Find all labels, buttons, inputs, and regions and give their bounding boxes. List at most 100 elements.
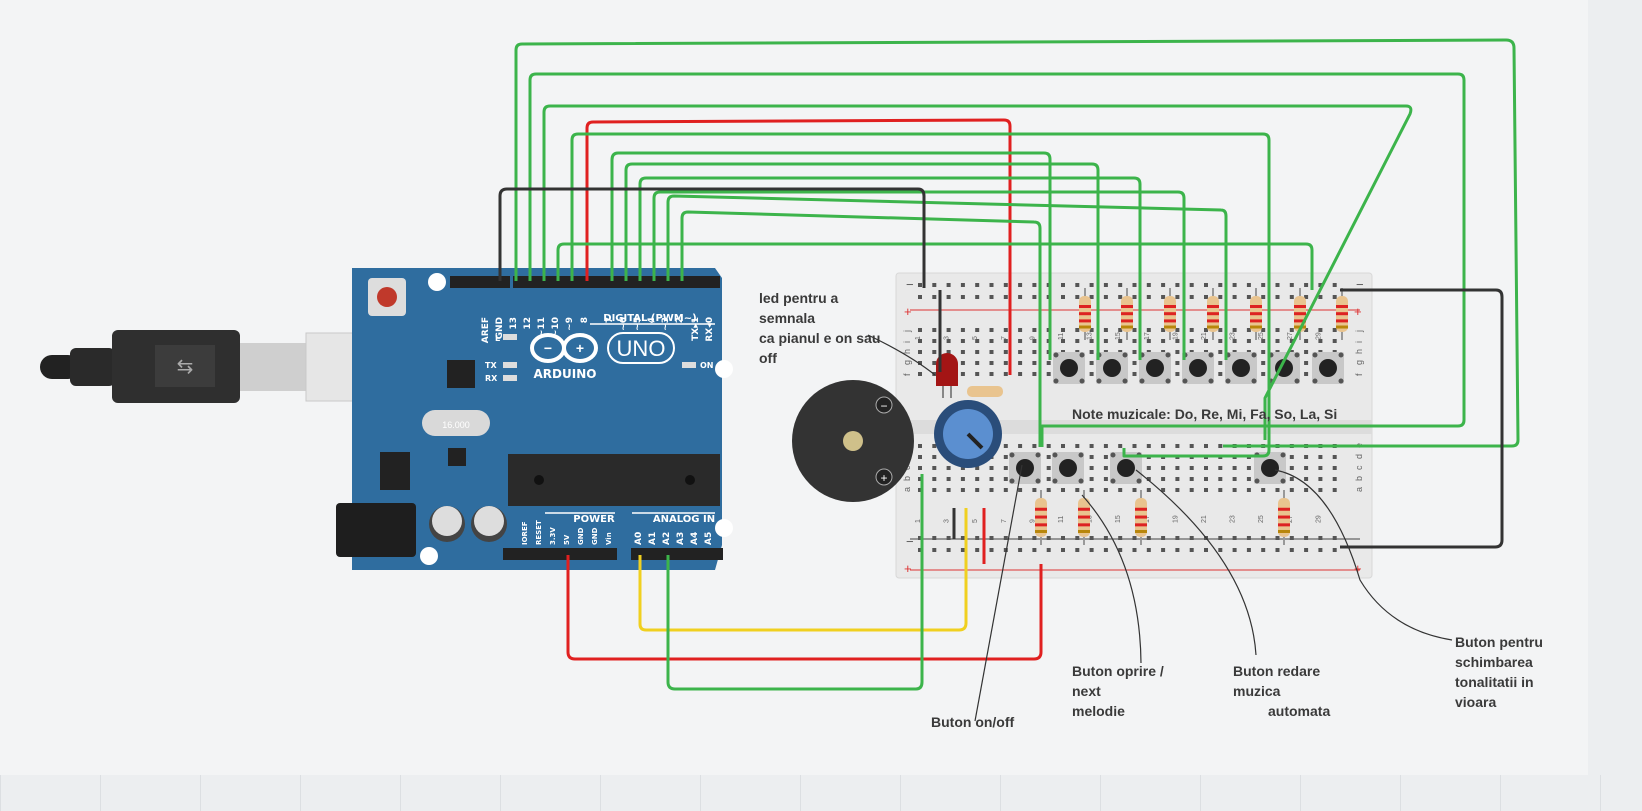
- breadboard-hole: [1118, 283, 1123, 287]
- push-button[interactable]: [1139, 352, 1171, 384]
- breadboard-hole: [1061, 536, 1065, 540]
- push-button[interactable]: [1110, 452, 1142, 484]
- breadboard-hole: [918, 536, 922, 540]
- breadboard-hole: [1003, 536, 1008, 540]
- breadboard-hole: [1132, 488, 1137, 492]
- breadboard-hole: [1232, 339, 1237, 343]
- breadboard-hole: [1261, 350, 1266, 354]
- rail-minus-top-right: −: [1356, 277, 1364, 292]
- push-button[interactable]: [1312, 352, 1344, 384]
- breadboard-hole: [932, 536, 937, 540]
- breadboard-hole: [1304, 455, 1309, 459]
- push-button[interactable]: [1096, 352, 1128, 384]
- breadboard-hole: [1246, 283, 1251, 287]
- analog-pin-label: A0: [634, 532, 644, 545]
- breadboard-hole: [1289, 488, 1294, 492]
- breadboard-column-numbers: 1133557799111113131515171719192121232325…: [915, 332, 1322, 523]
- autoplay-annotation: Buton redare muzica automata: [1233, 663, 1331, 719]
- breadboard-hole: [1332, 339, 1337, 343]
- wire-green-13: [514, 38, 1520, 448]
- breadboard-hole: [975, 283, 980, 287]
- power-pin-label: RESET: [535, 520, 543, 545]
- breadboard-hole: [1204, 295, 1208, 299]
- digital-pin-label: 13: [509, 317, 519, 330]
- breadboard-hole: [1032, 328, 1037, 332]
- reset-button-cap[interactable]: [377, 287, 397, 307]
- push-button[interactable]: [1225, 352, 1257, 384]
- breadboard-hole: [1289, 328, 1294, 332]
- breadboard-hole: [1318, 455, 1323, 459]
- breadboard-hole: [1132, 339, 1137, 343]
- row-letter: i: [1354, 341, 1364, 343]
- breadboard-hole: [946, 488, 951, 492]
- column-number: 15: [1115, 515, 1122, 523]
- breadboard-hole: [960, 328, 965, 332]
- crystal-label: 16.000: [442, 420, 470, 430]
- breadboard-hole: [975, 477, 980, 481]
- breadboard-hole: [1218, 488, 1223, 492]
- breadboard-hole: [1318, 466, 1323, 470]
- breadboard-hole: [1204, 283, 1208, 287]
- column-number: 25: [1258, 332, 1265, 340]
- power-pin-label: Vin: [605, 532, 613, 545]
- column-number: 23: [1230, 515, 1237, 523]
- column-number: 7: [1001, 336, 1008, 340]
- breadboard-hole: [1046, 466, 1051, 470]
- wire-red-5v: [566, 555, 1043, 661]
- breadboard-hole: [1118, 295, 1123, 299]
- breadboard-hole: [932, 361, 937, 365]
- breadboard-hole: [1003, 361, 1008, 365]
- breadboard-hole: [975, 466, 980, 470]
- breadboard-hole: [1189, 536, 1194, 540]
- breadboard-hole: [946, 283, 951, 287]
- breadboard-hole: [1061, 295, 1065, 299]
- column-number: 17: [1144, 332, 1151, 340]
- breadboard-hole: [1161, 444, 1166, 448]
- push-button[interactable]: [1052, 452, 1084, 484]
- breadboard-hole: [932, 350, 937, 354]
- breadboard-hole: [1032, 295, 1037, 299]
- breadboard-hole: [1318, 283, 1323, 287]
- notes-annotation: Note muzicale: Do, Re, Mi, Fa, So, La, S…: [1072, 406, 1338, 422]
- wire-green-7: [610, 151, 1052, 360]
- wire-green-6: [624, 162, 1100, 360]
- push-button[interactable]: [1053, 352, 1085, 384]
- breadboard-hole: [1304, 548, 1309, 552]
- breadboard-hole: [1146, 536, 1151, 540]
- breadboard-hole: [1089, 283, 1094, 287]
- breadboard-hole: [1032, 548, 1037, 552]
- breadboard-hole: [960, 488, 965, 492]
- column-number: 5: [972, 519, 979, 523]
- breadboard-hole: [1132, 328, 1137, 332]
- breadboard-hole: [989, 536, 994, 540]
- push-button[interactable]: [1182, 352, 1214, 384]
- svg-text:+: +: [576, 340, 584, 356]
- breadboard-hole: [975, 350, 980, 354]
- breadboard-hole: [1175, 350, 1180, 354]
- push-button[interactable]: [1268, 352, 1300, 384]
- digital-pin-label: GND: [495, 317, 505, 339]
- breadboard-hole: [1061, 488, 1065, 492]
- potentiometer[interactable]: [934, 400, 1002, 468]
- arduino-board[interactable]: 16.000 − + ARDUINO UNO L TX RX: [336, 268, 733, 570]
- breadboard-hole: [1046, 488, 1051, 492]
- breadboard-hole: [1018, 372, 1023, 376]
- buzzer[interactable]: − +: [792, 380, 914, 502]
- breadboard-hole: [1061, 328, 1065, 332]
- onoff-annotation: Buton on/off: [931, 714, 1015, 730]
- breadboard-hole: [975, 536, 980, 540]
- breadboard-hole: [1018, 444, 1023, 448]
- breadboard-hole: [1204, 328, 1208, 332]
- push-button[interactable]: [1009, 452, 1041, 484]
- breadboard-hole: [1175, 536, 1180, 540]
- wires[interactable]: [498, 38, 1520, 691]
- breadboard-hole: [960, 339, 965, 343]
- breadboard-hole: [1132, 372, 1137, 376]
- breadboard-hole: [1032, 339, 1037, 343]
- breadboard-hole: [1175, 361, 1180, 365]
- breadboard-hole: [1018, 350, 1023, 354]
- violin-annotation: Buton pentru schimbarea tonalitatii in v…: [1455, 634, 1543, 710]
- note-buttons[interactable]: [1053, 352, 1344, 384]
